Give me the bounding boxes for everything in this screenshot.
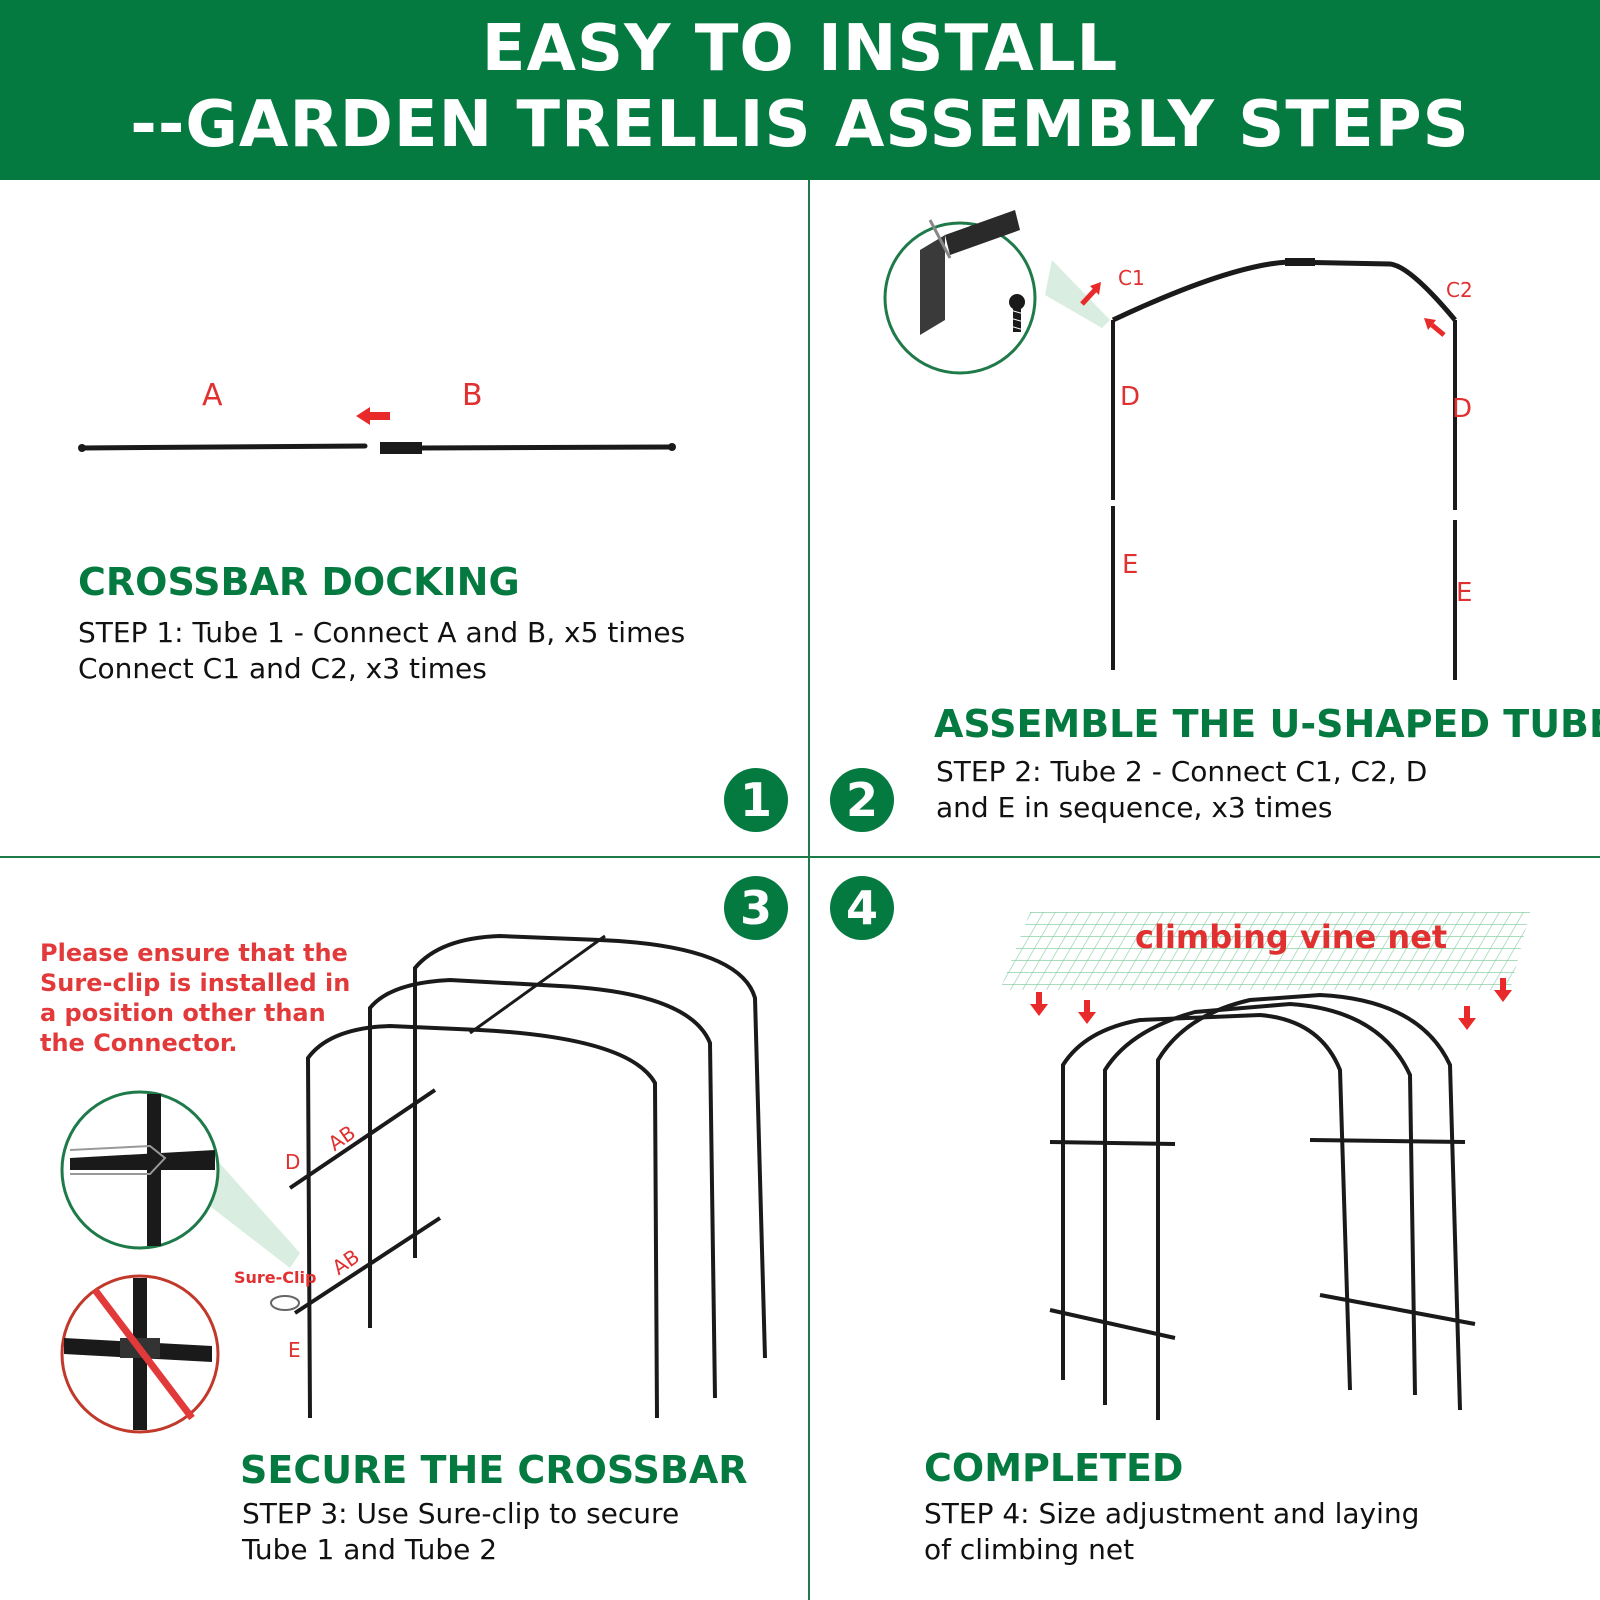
step3-title: SECURE THE CROSSBAR [240, 1448, 748, 1492]
step3-badge: 3 [724, 876, 788, 940]
arrow-up-left-icon [1424, 318, 1446, 337]
step2-badge: 2 [830, 768, 894, 832]
step1-line1: STEP 1: Tube 1 - Connect A and B, x5 tim… [78, 616, 686, 649]
step3-line1: STEP 3: Use Sure-clip to secure [242, 1497, 680, 1530]
step4-line1: STEP 4: Size adjustment and laying [924, 1497, 1420, 1530]
step2-line1: STEP 2: Tube 2 - Connect C1, C2, D [936, 755, 1428, 788]
screw-icon [1009, 294, 1025, 332]
climbing-net [1000, 912, 1530, 990]
label-sure-clip: Sure-Clip [234, 1268, 317, 1287]
arrow-up-right-icon [1080, 282, 1101, 306]
u-tube-illustration [883, 210, 1457, 680]
step4-title: COMPLETED [924, 1446, 1184, 1490]
climbing-net-label: climbing vine net [1135, 918, 1448, 956]
header-title-line1: EASY TO INSTALL [481, 12, 1119, 86]
step3-line2: Tube 1 and Tube 2 [242, 1533, 498, 1566]
arrow-down-icon [1030, 978, 1512, 1030]
label-d: D [285, 1150, 301, 1174]
step4-line2: of climbing net [924, 1533, 1135, 1566]
step2-title: ASSEMBLE THE U-SHAPED TUBE [934, 702, 1600, 746]
step1-title: CROSSBAR DOCKING [78, 560, 520, 604]
horizontal-divider [0, 856, 1600, 858]
connector-detail [920, 210, 1020, 335]
step4-badge: 4 [830, 876, 894, 940]
step1-line2: Connect C1 and C2, x3 times [78, 652, 487, 685]
label-e: E [288, 1338, 301, 1362]
crossbar-illustration [78, 407, 676, 454]
prohibited-icon [92, 1287, 195, 1421]
arrow-left-icon [356, 407, 390, 425]
label-c2: C2 [1446, 278, 1473, 302]
header-title-line2: --GARDEN TRELLIS ASSEMBLY STEPS [130, 88, 1470, 162]
label-a: A [202, 378, 223, 413]
step2-line2: and E in sequence, x3 times [936, 791, 1333, 824]
label-d-right: D [1452, 394, 1473, 424]
secure-crossbar-illustration [60, 933, 767, 1434]
header-banner: EASY TO INSTALL --GARDEN TRELLIS ASSEMBL… [0, 0, 1600, 180]
step1-badge: 1 [724, 768, 788, 832]
label-b: B [462, 378, 483, 413]
label-c1: C1 [1118, 266, 1145, 290]
label-d-left: D [1120, 382, 1141, 412]
label-e-right: E [1456, 578, 1473, 608]
vertical-divider [808, 180, 810, 1600]
completed-trellis-illustration [1000, 912, 1530, 1420]
sure-clip-warning: Please ensure that the Sure-clip is inst… [40, 939, 351, 1057]
label-e-left: E [1122, 550, 1139, 580]
